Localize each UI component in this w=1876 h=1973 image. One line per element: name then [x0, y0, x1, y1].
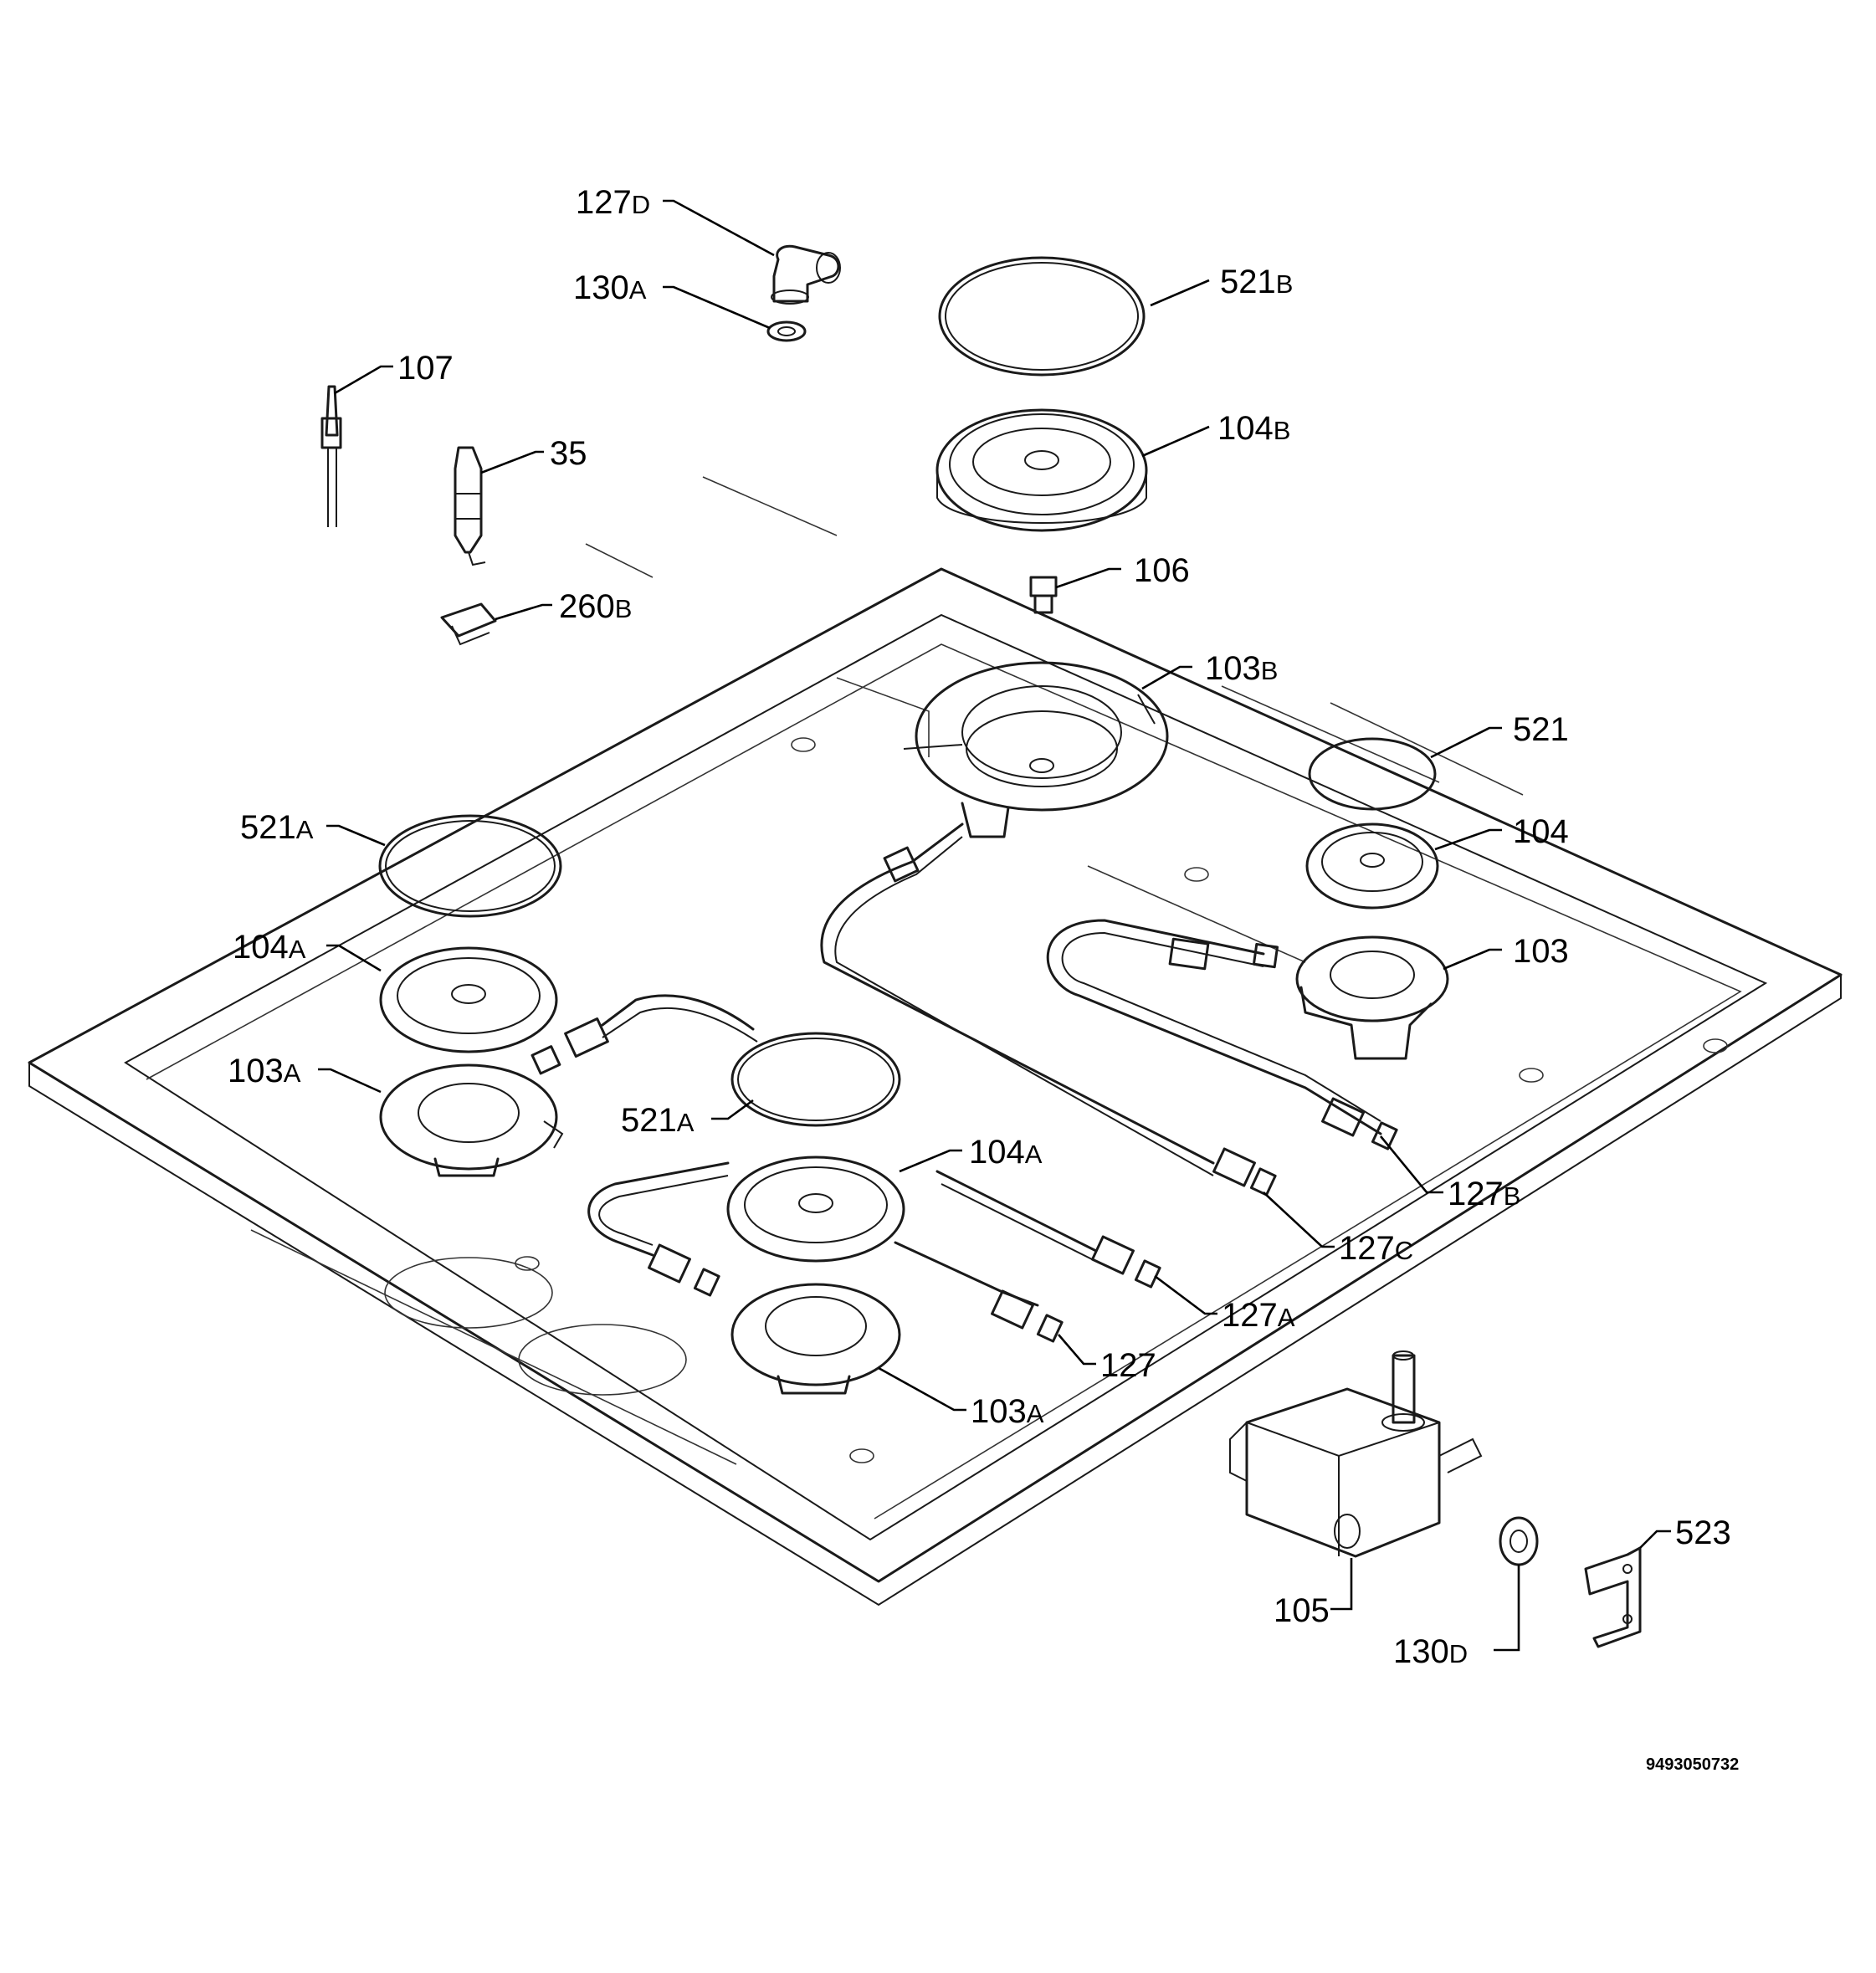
callout-523: 523: [1675, 1514, 1731, 1551]
burner-body-103b: [903, 661, 1169, 838]
burner-body-103a-center: [730, 1283, 901, 1395]
callout-521a-left: 521A: [240, 809, 314, 846]
burner-cap-521: [1308, 737, 1437, 811]
burner-body-103a-left: [379, 1063, 564, 1177]
callout-103b: 103B: [1205, 650, 1278, 687]
callout-127b: 127B: [1448, 1176, 1520, 1212]
leader-lines: [318, 199, 1671, 1652]
callout-104a-center: 104A: [969, 1134, 1043, 1171]
injector-106: [1029, 576, 1058, 614]
gas-tap-105: [1229, 1350, 1483, 1558]
callout-103a-center: 103A: [971, 1393, 1044, 1430]
flame-spreader-104a-left: [379, 946, 558, 1053]
pipe-fittings: [531, 846, 1398, 1343]
gas-pipes: [587, 823, 1382, 1307]
callout-521b: 521B: [1220, 264, 1293, 300]
ignition-electrode-35: [454, 446, 486, 566]
callout-105: 105: [1274, 1592, 1330, 1629]
flame-spreader-104b: [935, 408, 1148, 532]
callout-labels: 127D 130A 521B 107 35 104B 106 260B 103B…: [228, 184, 1731, 1670]
hob-tray: [28, 476, 1843, 1607]
callout-104a-left: 104A: [233, 929, 306, 966]
flame-spreader-104: [1305, 823, 1439, 910]
burner-cap-521a-center: [730, 1032, 901, 1127]
callout-130d: 130D: [1393, 1633, 1468, 1670]
callout-104: 104: [1513, 813, 1569, 850]
callout-127: 127: [1100, 1347, 1156, 1384]
burner-body-103: [1295, 935, 1449, 1060]
bracket-523: [1584, 1546, 1642, 1648]
callout-521: 521: [1513, 711, 1569, 748]
callout-260b: 260B: [559, 588, 632, 625]
thermocouple-107: [320, 385, 342, 527]
burner-cap-521a-left: [378, 814, 562, 918]
callout-103: 103: [1513, 933, 1569, 970]
burner-cap-521b: [938, 256, 1146, 377]
drawing-code: 9493050732: [1646, 1755, 1739, 1774]
callout-127a: 127A: [1222, 1297, 1295, 1334]
callout-107: 107: [397, 350, 454, 387]
elbow-connector-127d: [771, 244, 841, 305]
callout-104b: 104B: [1217, 410, 1290, 447]
washer-130d: [1499, 1516, 1539, 1566]
washer-130a: [766, 320, 807, 342]
callout-127d: 127D: [576, 184, 650, 221]
callout-35: 35: [550, 435, 587, 472]
callout-521a-center: 521A: [621, 1102, 695, 1139]
callout-103a-left: 103A: [228, 1053, 301, 1089]
callout-106: 106: [1134, 552, 1190, 589]
callout-130a: 130A: [573, 269, 647, 306]
callout-127c: 127C: [1339, 1230, 1413, 1267]
flame-spreader-104a-center: [726, 1156, 905, 1263]
clip-260b: [440, 602, 497, 646]
